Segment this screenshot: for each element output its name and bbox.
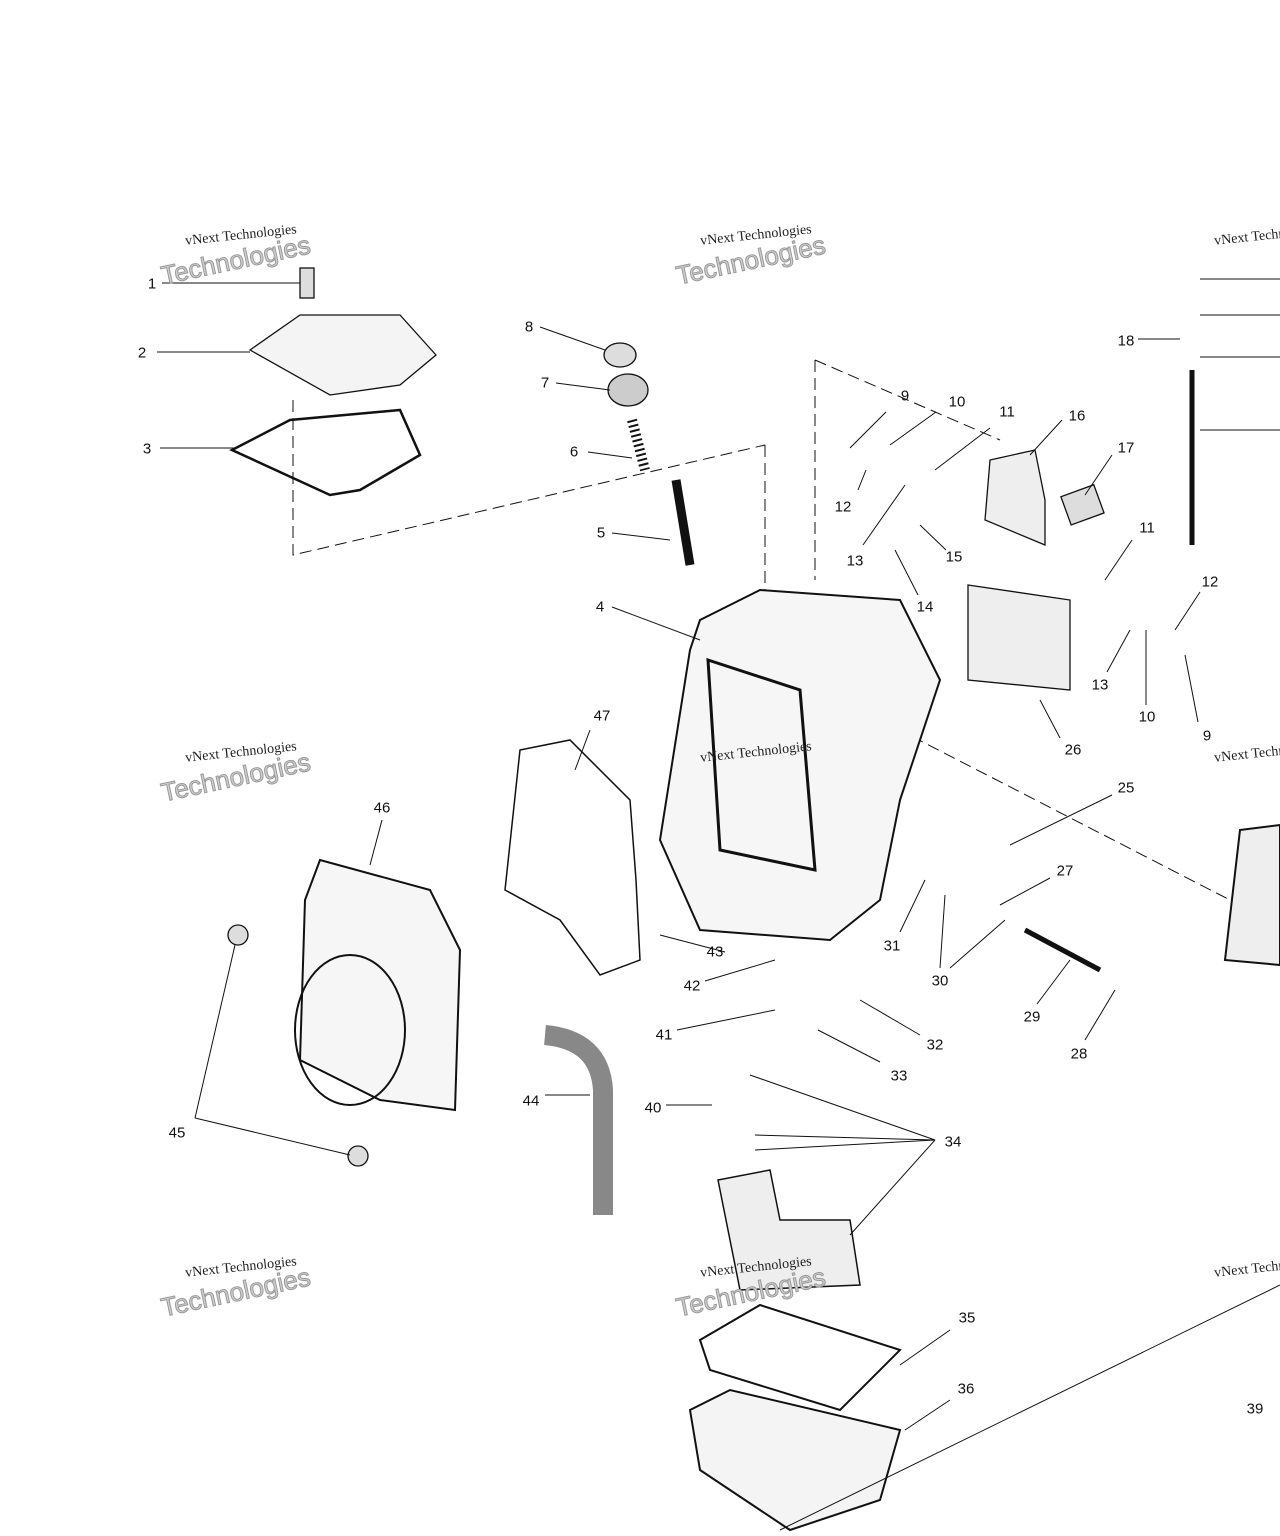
dashed-guide xyxy=(292,359,1231,901)
plunger-5 xyxy=(671,479,695,566)
screw-1 xyxy=(299,267,315,299)
callout-31: 31 xyxy=(883,937,901,955)
plate-26 xyxy=(967,584,1071,691)
callout-5: 5 xyxy=(596,524,606,542)
bowl-gasket-35 xyxy=(698,1303,902,1412)
callout-36: 36 xyxy=(957,1380,975,1398)
callout-25: 25 xyxy=(1117,779,1135,797)
callout-14: 14 xyxy=(916,598,934,616)
screw-45b xyxy=(347,1145,369,1167)
screw-29 xyxy=(1023,927,1102,973)
callout-34: 34 xyxy=(944,1133,962,1151)
callout-10: 10 xyxy=(948,393,966,411)
callout-35: 35 xyxy=(958,1309,976,1327)
callout-12: 12 xyxy=(834,498,852,516)
callout-17: 17 xyxy=(1117,439,1135,457)
callout-42: 42 xyxy=(683,977,701,995)
callout-16: 16 xyxy=(1068,407,1086,425)
callout-33: 33 xyxy=(890,1067,908,1085)
callout-30: 30 xyxy=(931,972,949,990)
cap-7 xyxy=(607,373,649,407)
callout-39: 39 xyxy=(1246,1400,1264,1418)
callout-27: 27 xyxy=(1056,862,1074,880)
bushing-17 xyxy=(1060,483,1105,526)
callout-44: 44 xyxy=(522,1092,540,1110)
callout-18: 18 xyxy=(1117,332,1135,350)
callout-45: 45 xyxy=(168,1124,186,1142)
callout-2: 2 xyxy=(137,344,147,362)
callout-13: 13 xyxy=(846,552,864,570)
hose-44 xyxy=(543,1025,613,1215)
cover-gasket xyxy=(229,408,422,497)
throttle-body-46 xyxy=(298,858,462,1112)
callout-26: 26 xyxy=(1064,741,1082,759)
cap-8 xyxy=(603,342,637,368)
callout-41: 41 xyxy=(655,1026,673,1044)
float-bowl-36 xyxy=(688,1388,902,1532)
callout-11: 11 xyxy=(999,403,1015,421)
callout-8: 8 xyxy=(524,318,534,336)
callout-9: 9 xyxy=(1202,727,1212,745)
body-partial xyxy=(1223,823,1280,967)
callout-47: 47 xyxy=(593,707,611,725)
callout-15: 15 xyxy=(945,548,963,566)
leader-lines xyxy=(157,278,1280,1531)
callout-10: 10 xyxy=(1138,708,1156,726)
callout-13: 13 xyxy=(1091,676,1109,694)
lever-16 xyxy=(984,449,1046,546)
callout-40: 40 xyxy=(644,1099,662,1117)
callout-4: 4 xyxy=(595,598,605,616)
screw-45a xyxy=(227,924,249,946)
callout-29: 29 xyxy=(1023,1008,1041,1026)
callout-6: 6 xyxy=(569,443,579,461)
callout-43: 43 xyxy=(706,943,724,961)
callout-11: 11 xyxy=(1139,519,1155,537)
spring-6 xyxy=(627,418,650,472)
callout-1: 1 xyxy=(147,275,157,293)
float-assembly xyxy=(717,1169,861,1291)
gasket-47 xyxy=(504,739,641,976)
callout-9: 9 xyxy=(900,387,910,405)
cover-plate xyxy=(248,314,437,396)
callout-32: 32 xyxy=(926,1036,944,1054)
callout-46: 46 xyxy=(373,799,391,817)
callout-3: 3 xyxy=(142,440,152,458)
callout-7: 7 xyxy=(540,374,550,392)
callout-12: 12 xyxy=(1201,573,1219,591)
callout-28: 28 xyxy=(1070,1045,1088,1063)
